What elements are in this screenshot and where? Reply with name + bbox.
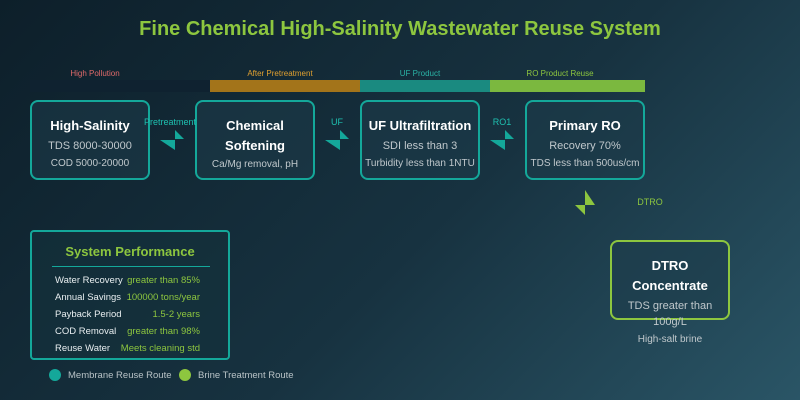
- stage-bar-uf-product: [360, 80, 490, 92]
- diagram-title: Fine Chemical High-Salinity Wastewater R…: [139, 18, 661, 40]
- arrow-ro1-icon: [490, 130, 514, 150]
- legend-label-brine: Brine Treatment Route: [198, 370, 294, 381]
- stage-label-ro-product-reuse: RO Product Reuse: [526, 69, 594, 78]
- uf-ultrafiltration-box: UF Ultrafiltration SDI less than 3 Turbi…: [360, 100, 480, 180]
- performance-value: 1.5-2 years: [152, 309, 200, 320]
- stage-bar-after-pretreatment: [210, 80, 360, 92]
- softening-detail: Ca/Mg removal, pH: [211, 159, 299, 170]
- performance-row-water-recovery: Water Recovery greater than 85%: [32, 275, 228, 289]
- ro-title: Primary RO: [549, 118, 621, 133]
- performance-row-cod-removal: COD Removal greater than 98%: [32, 326, 228, 340]
- high-salinity-box: High-Salinity TDS 8000-30000 COD 5000-20…: [30, 100, 150, 180]
- high-salinity-title: High-Salinity: [50, 118, 130, 133]
- ro-tds: TDS less than 500us/cm: [530, 158, 640, 169]
- uf-sdi: SDI less than 3: [382, 140, 458, 152]
- legend-label-membrane: Membrane Reuse Route: [68, 370, 172, 381]
- dtro-title: DTRO Concentrate: [632, 258, 708, 293]
- stage-label-after-pretreatment: After Pretreatment: [247, 69, 313, 78]
- performance-row-reuse-water: Reuse Water Meets cleaning std: [32, 343, 228, 357]
- performance-value: Meets cleaning std: [120, 343, 200, 354]
- stage-label-high-pollution: High Pollution: [70, 69, 120, 78]
- uf-title: UF Ultrafiltration: [368, 118, 472, 133]
- performance-key: Reuse Water: [55, 343, 111, 354]
- performance-value: greater than 98%: [127, 326, 200, 337]
- legend-dot-membrane-icon: [49, 369, 61, 381]
- flow-label-uf: UF: [331, 117, 343, 127]
- performance-title: System Performance: [65, 244, 195, 259]
- arrow-dtro-icon: [575, 190, 595, 215]
- high-salinity-cod: COD 5000-20000: [50, 158, 130, 169]
- uf-turbidity: Turbidity less than 1NTU: [365, 158, 475, 169]
- dtro-tds: TDS greater than 100g/L: [627, 300, 713, 328]
- performance-value: 100000 tons/year: [126, 292, 200, 303]
- stage-bar-high-pollution: [30, 80, 210, 92]
- legend-dot-brine-icon: [179, 369, 191, 381]
- primary-ro-box: Primary RO Recovery 70% TDS less than 50…: [525, 100, 645, 180]
- performance-value: greater than 85%: [127, 275, 200, 286]
- system-performance-panel: System Performance Water Recovery greate…: [30, 230, 230, 360]
- performance-key: Water Recovery: [55, 275, 123, 286]
- arrow-pretreatment-icon: [160, 130, 184, 150]
- stage-label-uf-product: UF Product: [399, 69, 441, 78]
- softening-title-line2: Softening: [225, 138, 285, 153]
- performance-row-annual-savings: Annual Savings 100000 tons/year: [32, 292, 228, 306]
- ro-recovery: Recovery 70%: [549, 140, 621, 152]
- dtro-concentrate-box: DTRO Concentrate TDS greater than 100g/L…: [610, 240, 730, 345]
- flow-label-pretreatment: Pretreatment: [143, 117, 197, 127]
- performance-key: Annual Savings: [55, 292, 122, 303]
- stage-bar-ro-product-reuse: [490, 80, 645, 92]
- flow-label-dtro: DTRO: [637, 197, 663, 207]
- flow-label-ro1: RO1: [492, 117, 512, 127]
- arrow-uf-icon: [325, 130, 349, 150]
- performance-key: COD Removal: [55, 326, 117, 337]
- performance-row-payback-period: Payback Period 1.5-2 years: [32, 309, 228, 323]
- performance-key: Payback Period: [55, 309, 122, 320]
- performance-divider: [52, 266, 210, 267]
- high-salinity-tds: TDS 8000-30000: [48, 140, 132, 152]
- chemical-softening-box: Chemical Softening Ca/Mg removal, pH: [195, 100, 315, 180]
- dtro-brine: High-salt brine: [637, 334, 703, 345]
- softening-title-line1: Chemical: [226, 118, 284, 133]
